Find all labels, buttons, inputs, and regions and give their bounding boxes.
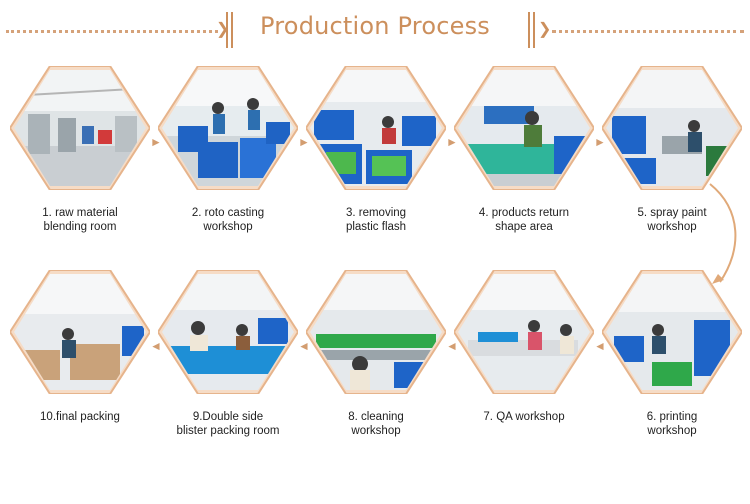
step-5-line1: 5. spray paint [637,207,707,219]
raw-material-photo [10,66,150,190]
curved-connector-arrow [709,183,737,284]
step-4-line1: 4. products return [478,207,570,219]
step-2-line1: 2. roto casting [191,207,265,219]
left-divider-bars [226,12,236,48]
step-8-label: 8. cleaning workshop [296,410,456,438]
step-3-line2: plastic flash [345,221,407,233]
step-5-label: 5. spray paint workshop [592,206,750,234]
step-4-label: 4. products return shape area [444,206,604,234]
right-dotted-line [552,30,744,33]
removing-flash-photo [306,66,446,190]
page-title: Production Process [260,12,490,40]
flow-arrow-icon: ◄ [594,339,606,353]
flow-arrow-icon: ◄ [298,339,310,353]
cleaning-photo [306,270,446,394]
final-packing-photo [10,270,150,394]
step-9-label: 9.Double side blister packing room [148,410,308,438]
left-dotted-line [6,30,218,33]
step-7-label: 7. QA workshop [444,410,604,424]
products-return-photo [454,66,594,190]
flow-arrow-icon: ► [594,135,606,149]
flow-arrow-icon: ► [298,135,310,149]
qa-photo [454,270,594,394]
step-7-line1: 7. QA workshop [483,411,565,423]
step-2-label: 2. roto casting workshop [148,206,308,234]
step-1-label: 1. raw material blending room [0,206,160,234]
right-divider-bars [528,12,538,48]
flow-arrow-icon: ◄ [446,339,458,353]
step-8-line1: 8. cleaning [348,411,404,423]
step-3-label: 3. removing plastic flash [296,206,456,234]
step-10-line1: 10.final packing [40,411,120,423]
step-3-line1: 3. removing [345,207,407,219]
step-10-label: 10.final packing [0,410,160,424]
step-4-line2: shape area [495,221,553,233]
roto-casting-photo [158,66,298,190]
step-6-label: 6. printing workshop [592,410,750,438]
blister-packing-photo [158,270,298,394]
right-arrowhead-icon: ❯ [538,21,552,38]
flow-arrow-icon: ► [150,135,162,149]
step-9-line1: 9.Double side [192,411,264,423]
step-1-line2: blending room [43,221,117,233]
printing-photo [602,270,742,394]
step-5-line2: workshop [647,221,697,233]
spray-paint-photo [602,66,742,190]
flow-arrow-icon: ◄ [150,339,162,353]
step-6-line1: 6. printing [646,411,698,423]
step-6-line2: workshop [647,425,697,437]
step-2-line2: workshop [203,221,253,233]
flow-arrow-icon: ► [446,135,458,149]
step-1-line1: 1. raw material [42,207,118,219]
step-8-line2: workshop [351,425,401,437]
step-9-line2: blister packing room [176,425,280,437]
